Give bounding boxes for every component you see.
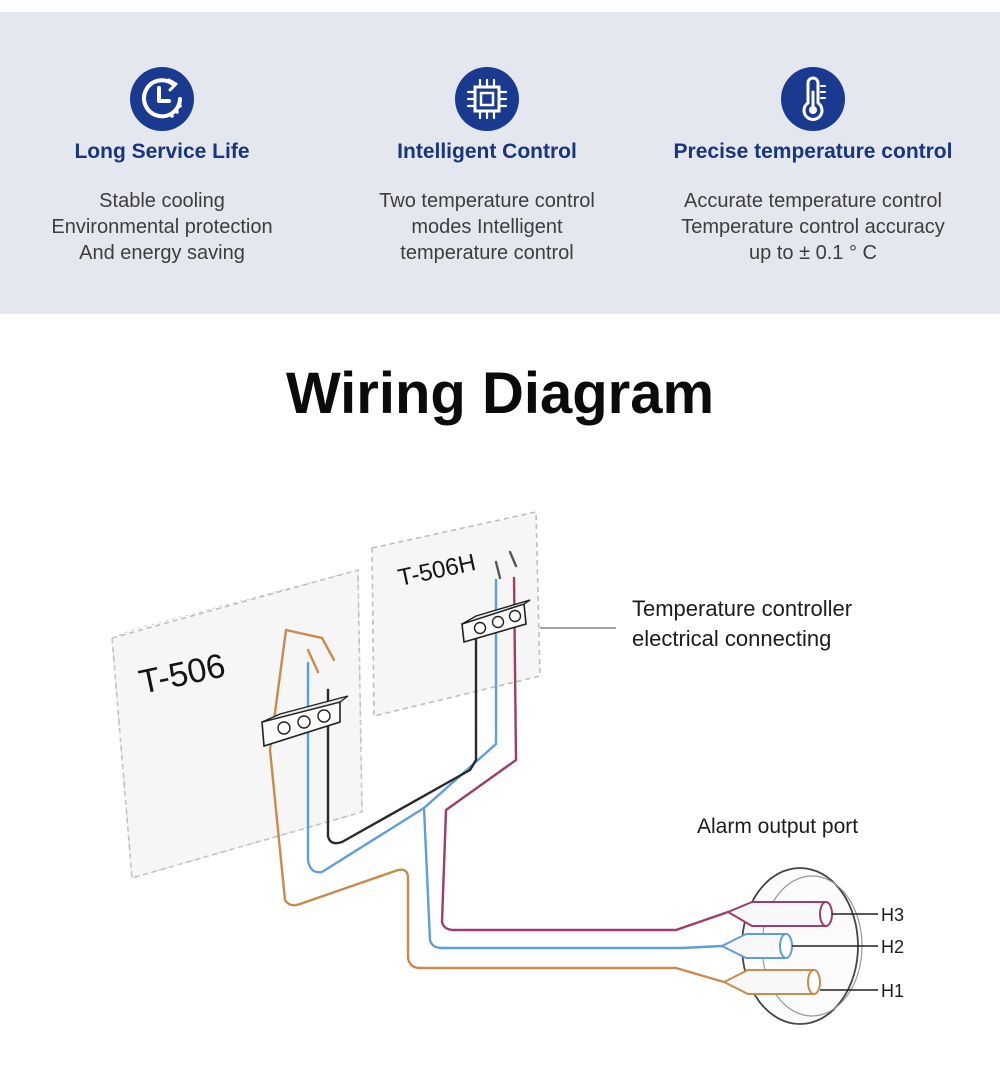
terminal-block-t506h (461, 599, 531, 644)
wire-purple (440, 576, 730, 932)
port-label-h1: H1 (881, 981, 904, 1001)
feature-title: Intelligent Control (397, 140, 577, 163)
connecting-label-line2: electrical connecting (632, 626, 831, 651)
chip-icon (454, 66, 520, 132)
connecting-label-line1: Temperature controller (632, 596, 852, 621)
relay-contact-t506 (306, 636, 336, 674)
alarm-output-label: Alarm output port (697, 815, 858, 838)
feature-line: And energy saving (79, 242, 245, 264)
wire-blue (306, 661, 724, 950)
port-label-h2: H2 (881, 937, 904, 957)
feature-line: modes Intelligent (411, 216, 563, 238)
wire-black (326, 618, 478, 845)
feature-line: Two temperature control (379, 190, 595, 212)
feature-line: temperature control (400, 242, 574, 264)
feature-line: up to ± 0.1 ° C (749, 242, 877, 264)
feature-line: Temperature control accuracy (681, 216, 945, 238)
wire-blue-2 (422, 578, 498, 810)
feature-line: Environmental protection (51, 216, 273, 238)
terminal-block-t506 (261, 695, 349, 748)
features-band: Long Service Life Stable cooling Environ… (0, 12, 1000, 314)
feature-line: Accurate temperature control (684, 190, 942, 212)
feature-line: Stable cooling (99, 190, 225, 212)
wiring-diagram-title: Wiring Diagram (285, 361, 715, 426)
wiring-diagram: T-506 T-506H Temperature controller elec… (111, 511, 904, 1025)
feature-description: Accurate temperature control Temperature… (648, 188, 978, 266)
feature-title: Long Service Life (74, 140, 250, 163)
feature-description: Stable cooling Environmental protection … (0, 188, 327, 266)
clock-icon (129, 66, 195, 132)
relay-contact-t506h (494, 550, 518, 580)
wire-orange (268, 628, 726, 984)
thermometer-icon (780, 66, 846, 132)
feature-description: Two temperature control modes Intelligen… (322, 188, 652, 266)
feature-title: Precise temperature control (673, 140, 953, 163)
port-label-h3: H3 (881, 905, 904, 925)
t506h-panel (371, 511, 541, 718)
